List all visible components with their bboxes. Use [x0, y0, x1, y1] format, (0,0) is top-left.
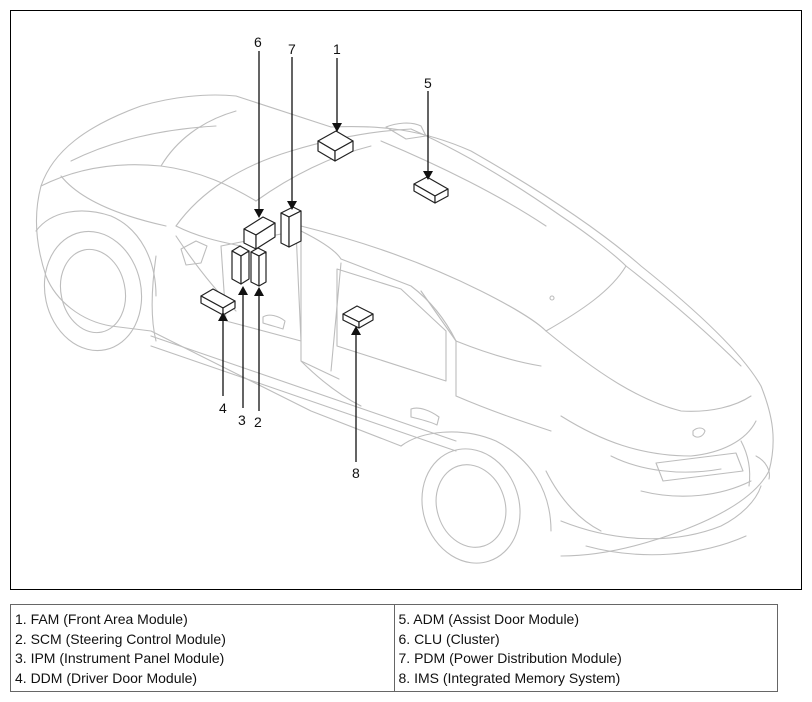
diagram-frame: 1 2 3 4 5 6 7 8 — [10, 10, 802, 590]
leader-lines — [222, 51, 429, 462]
ipm-module-box — [231, 245, 250, 285]
legend-item-ddm: 4. DDM (Driver Door Module) — [15, 669, 198, 686]
scm-module-box — [250, 247, 267, 287]
legend-table: 1. FAM (Front Area Module) 2. SCM (Steer… — [10, 604, 778, 692]
ddm-module-box — [200, 288, 236, 316]
legend-item-pdm: 7. PDM (Power Distribution Module) — [398, 650, 622, 666]
legend-item-ipm: 3. IPM (Instrument Panel Module) — [15, 650, 225, 666]
pdm-module-box — [280, 206, 302, 248]
callout-1-label: 1 — [333, 41, 341, 57]
legend-item-scm: 2. SCM (Steering Control Module) — [15, 630, 226, 647]
ims-module-box — [342, 305, 374, 329]
legend-column-right: 5. ADM (Assist Door Module) 6. CLU (Clus… — [393, 605, 778, 691]
callout-7-label: 7 — [288, 41, 296, 57]
callout-3-label: 3 — [238, 412, 246, 428]
legend-item-fam: 1. FAM (Front Area Module) — [15, 611, 188, 627]
callout-2-label: 2 — [254, 414, 262, 430]
car-outline — [35, 94, 774, 564]
clu-module-box — [243, 216, 276, 250]
callout-6-label: 6 — [254, 34, 262, 50]
callout-5-label: 5 — [424, 75, 432, 91]
callout-8-label: 8 — [352, 465, 360, 481]
fam-module-box — [317, 130, 354, 162]
adm-module-box — [413, 176, 449, 204]
legend-item-ims: 8. IMS (Integrated Memory System) — [398, 669, 621, 686]
arrowheads — [218, 123, 433, 335]
vehicle-module-diagram — [35, 51, 774, 564]
callout-4-label: 4 — [219, 400, 227, 416]
legend-column-left: 1. FAM (Front Area Module) 2. SCM (Steer… — [11, 605, 394, 691]
legend-item-adm: 5. ADM (Assist Door Module) — [398, 611, 580, 627]
legend-item-clu: 6. CLU (Cluster) — [398, 630, 500, 647]
